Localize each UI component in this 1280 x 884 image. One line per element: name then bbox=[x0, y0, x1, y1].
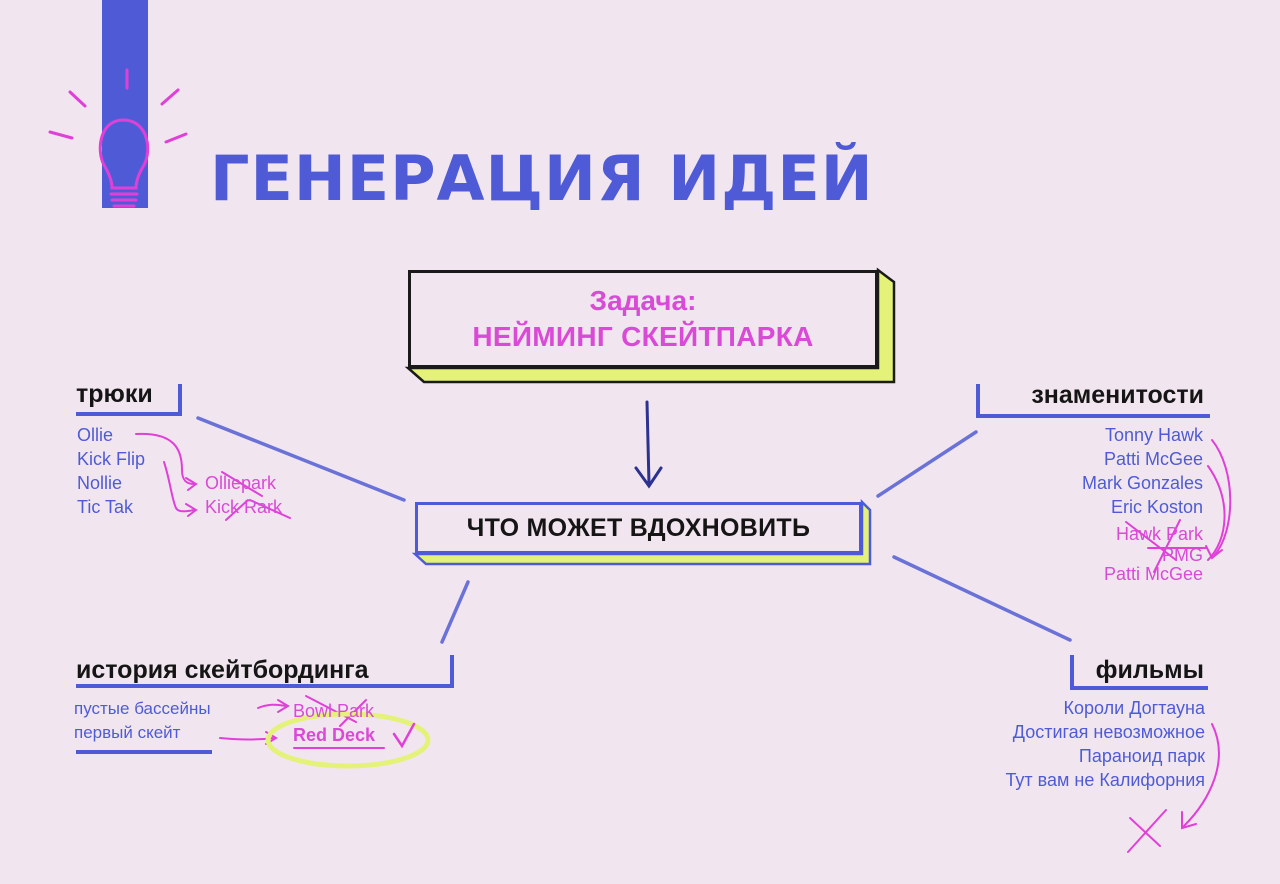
center-label: ЧТО МОЖЕТ ВДОХНОВИТЬ bbox=[466, 513, 811, 542]
heading-underlines bbox=[76, 384, 1210, 754]
films-arrows bbox=[1127, 723, 1220, 853]
celebrities-ideas: Hawk Park PMG Patti McGee bbox=[1104, 522, 1203, 584]
history-list: пустые бассейны первый скейт bbox=[74, 697, 211, 745]
list-item: Параноид парк bbox=[1078, 746, 1205, 766]
idea-item: PMG bbox=[1161, 545, 1203, 565]
celebrities-heading: знаменитости bbox=[1031, 381, 1204, 409]
history-ideas: Bowl Park Red Deck bbox=[293, 699, 375, 747]
red-deck-highlight bbox=[265, 711, 431, 769]
tricks-arrows bbox=[135, 432, 291, 521]
idea-item: Bowl Park bbox=[293, 701, 375, 721]
center-box: ЧТО МОЖЕТ ВДОХНОВИТЬ bbox=[415, 502, 862, 554]
idea-item: Hawk Park bbox=[1115, 524, 1203, 544]
tricks-heading: трюки bbox=[76, 380, 153, 408]
list-item: пустые бассейны bbox=[74, 699, 211, 718]
list-item: Patti McGee bbox=[1103, 449, 1203, 469]
tricks-ideas: Olliepark Kick Rark bbox=[205, 471, 282, 519]
list-item: Mark Gonzales bbox=[1081, 473, 1203, 493]
list-item: Тут вам не Калифорния bbox=[1005, 770, 1205, 790]
list-item: Короли Догтауна bbox=[1063, 698, 1205, 718]
task-box-shadow bbox=[404, 267, 896, 384]
list-item: Kick Flip bbox=[77, 449, 146, 469]
list-item: Ollie bbox=[77, 425, 114, 445]
idea-item: Olliepark bbox=[205, 473, 277, 493]
connector-lines bbox=[196, 416, 1072, 644]
list-item: Eric Koston bbox=[1110, 497, 1203, 517]
center-box-shadow bbox=[411, 498, 872, 566]
celebrities-list: Tonny Hawk Patti McGee Mark Gonzales Eri… bbox=[1082, 423, 1203, 519]
list-item: первый скейт bbox=[74, 723, 181, 742]
checkmark-icon bbox=[392, 722, 416, 749]
task-box: Задача: НЕЙМИНГ СКЕЙТПАРКА bbox=[408, 270, 878, 368]
arrow-down-icon bbox=[634, 400, 663, 489]
lightbulb-icon bbox=[48, 68, 188, 208]
list-item: Tonny Hawk bbox=[1104, 425, 1203, 445]
list-item: Tic Tak bbox=[77, 497, 134, 517]
list-item: Nollie bbox=[77, 473, 123, 493]
idea-item: Patti McGee bbox=[1103, 564, 1203, 584]
task-label: Задача: bbox=[589, 285, 697, 316]
page-title: ГЕНЕРАЦИЯ ИДЕЙ bbox=[210, 142, 874, 215]
tricks-list: Ollie Kick Flip Nollie Tic Tak bbox=[77, 423, 145, 519]
idea-item: Kick Rark bbox=[205, 497, 283, 517]
films-list: Короли Догтауна Достигая невозможное Пар… bbox=[1005, 696, 1205, 792]
task-text: НЕЙМИНГ СКЕЙТПАРКА bbox=[472, 321, 814, 352]
films-heading: фильмы bbox=[1095, 656, 1204, 684]
celebrities-arrows bbox=[1125, 439, 1232, 573]
history-heading: история скейтбординга bbox=[76, 656, 369, 684]
list-item: Достигая невозможное bbox=[1012, 722, 1205, 742]
idea-item: Red Deck bbox=[293, 725, 376, 745]
